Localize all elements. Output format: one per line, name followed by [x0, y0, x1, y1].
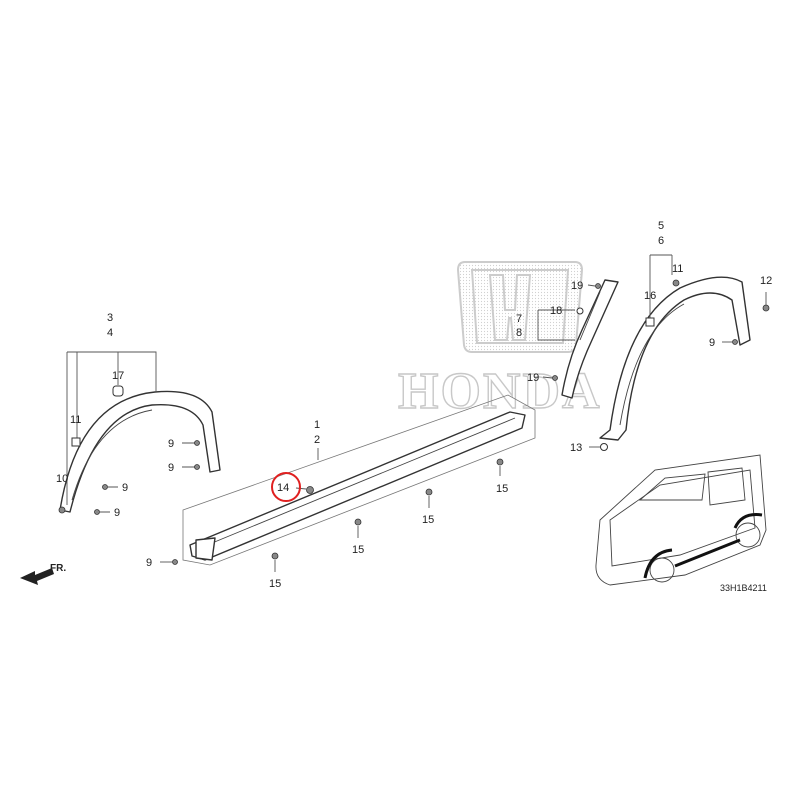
callout-14: 14 [277, 482, 289, 494]
callout-15-a: 15 [496, 483, 508, 495]
callout-17: 17 [112, 370, 124, 382]
clip-12 [762, 304, 770, 312]
callout-5: 5 [658, 220, 664, 232]
callout-1: 1 [314, 419, 320, 431]
highlight-circle-14 [271, 472, 301, 502]
callout-3: 3 [107, 312, 113, 324]
front-fender-leader [66, 351, 157, 505]
front-direction-label: FR. [50, 563, 66, 574]
callout-11-front: 11 [70, 414, 81, 426]
callout-6: 6 [658, 235, 664, 247]
callout-7: 7 [516, 313, 522, 325]
callout-9-f: 9 [709, 337, 715, 349]
screw-19-upper-leader [587, 284, 596, 287]
clip-11-front [71, 437, 81, 447]
callout-12: 12 [760, 275, 772, 287]
callout-16: 16 [644, 290, 656, 302]
screw-19-lower-leader [542, 376, 553, 379]
rear-fender-arch [599, 276, 751, 441]
screw-9-rear [732, 339, 738, 345]
callout-15-b: 15 [422, 514, 434, 526]
rear-pillar-garnish [561, 279, 619, 399]
screw-19-upper [595, 283, 601, 289]
callout-18: 18 [550, 305, 562, 317]
sill-clips-15 [271, 458, 504, 572]
honda-watermark-logo [456, 261, 584, 353]
screw-19-lower [552, 375, 558, 381]
callout-11-rear: 11 [672, 263, 683, 275]
vehicle-locator [595, 454, 767, 586]
clip-18 [576, 307, 584, 315]
screw-10 [58, 506, 66, 514]
callout-9-a: 9 [168, 438, 174, 450]
rear-fender-leader [649, 254, 673, 318]
front-fender-screws [94, 440, 200, 515]
screw-9-sill [172, 559, 178, 565]
clip-16 [645, 317, 655, 327]
diagram-code: 33H1B4211 [720, 583, 767, 593]
clip-14-leader [295, 487, 307, 490]
callout-19-a: 19 [571, 280, 583, 292]
callout-9-c: 9 [122, 482, 128, 494]
callout-15-d: 15 [269, 578, 281, 590]
callout-10: 10 [56, 473, 68, 485]
clip-13 [600, 443, 608, 451]
front-direction-arrow-icon [20, 568, 54, 585]
callout-13: 13 [570, 442, 582, 454]
callout-19-b: 19 [527, 372, 539, 384]
callout-9-d: 9 [114, 507, 120, 519]
clip-17 [112, 385, 124, 397]
side-sill-garnish [182, 394, 536, 566]
garnish-leader [537, 309, 575, 341]
callout-2: 2 [314, 434, 320, 446]
callout-9-e: 9 [146, 557, 152, 569]
callout-4: 4 [107, 327, 113, 339]
clip-11-rear [672, 279, 680, 287]
callout-8: 8 [516, 327, 522, 339]
clip-14 [306, 486, 314, 494]
front-fender-arch [59, 390, 221, 513]
callout-9-b: 9 [168, 462, 174, 474]
callout-15-c: 15 [352, 544, 364, 556]
